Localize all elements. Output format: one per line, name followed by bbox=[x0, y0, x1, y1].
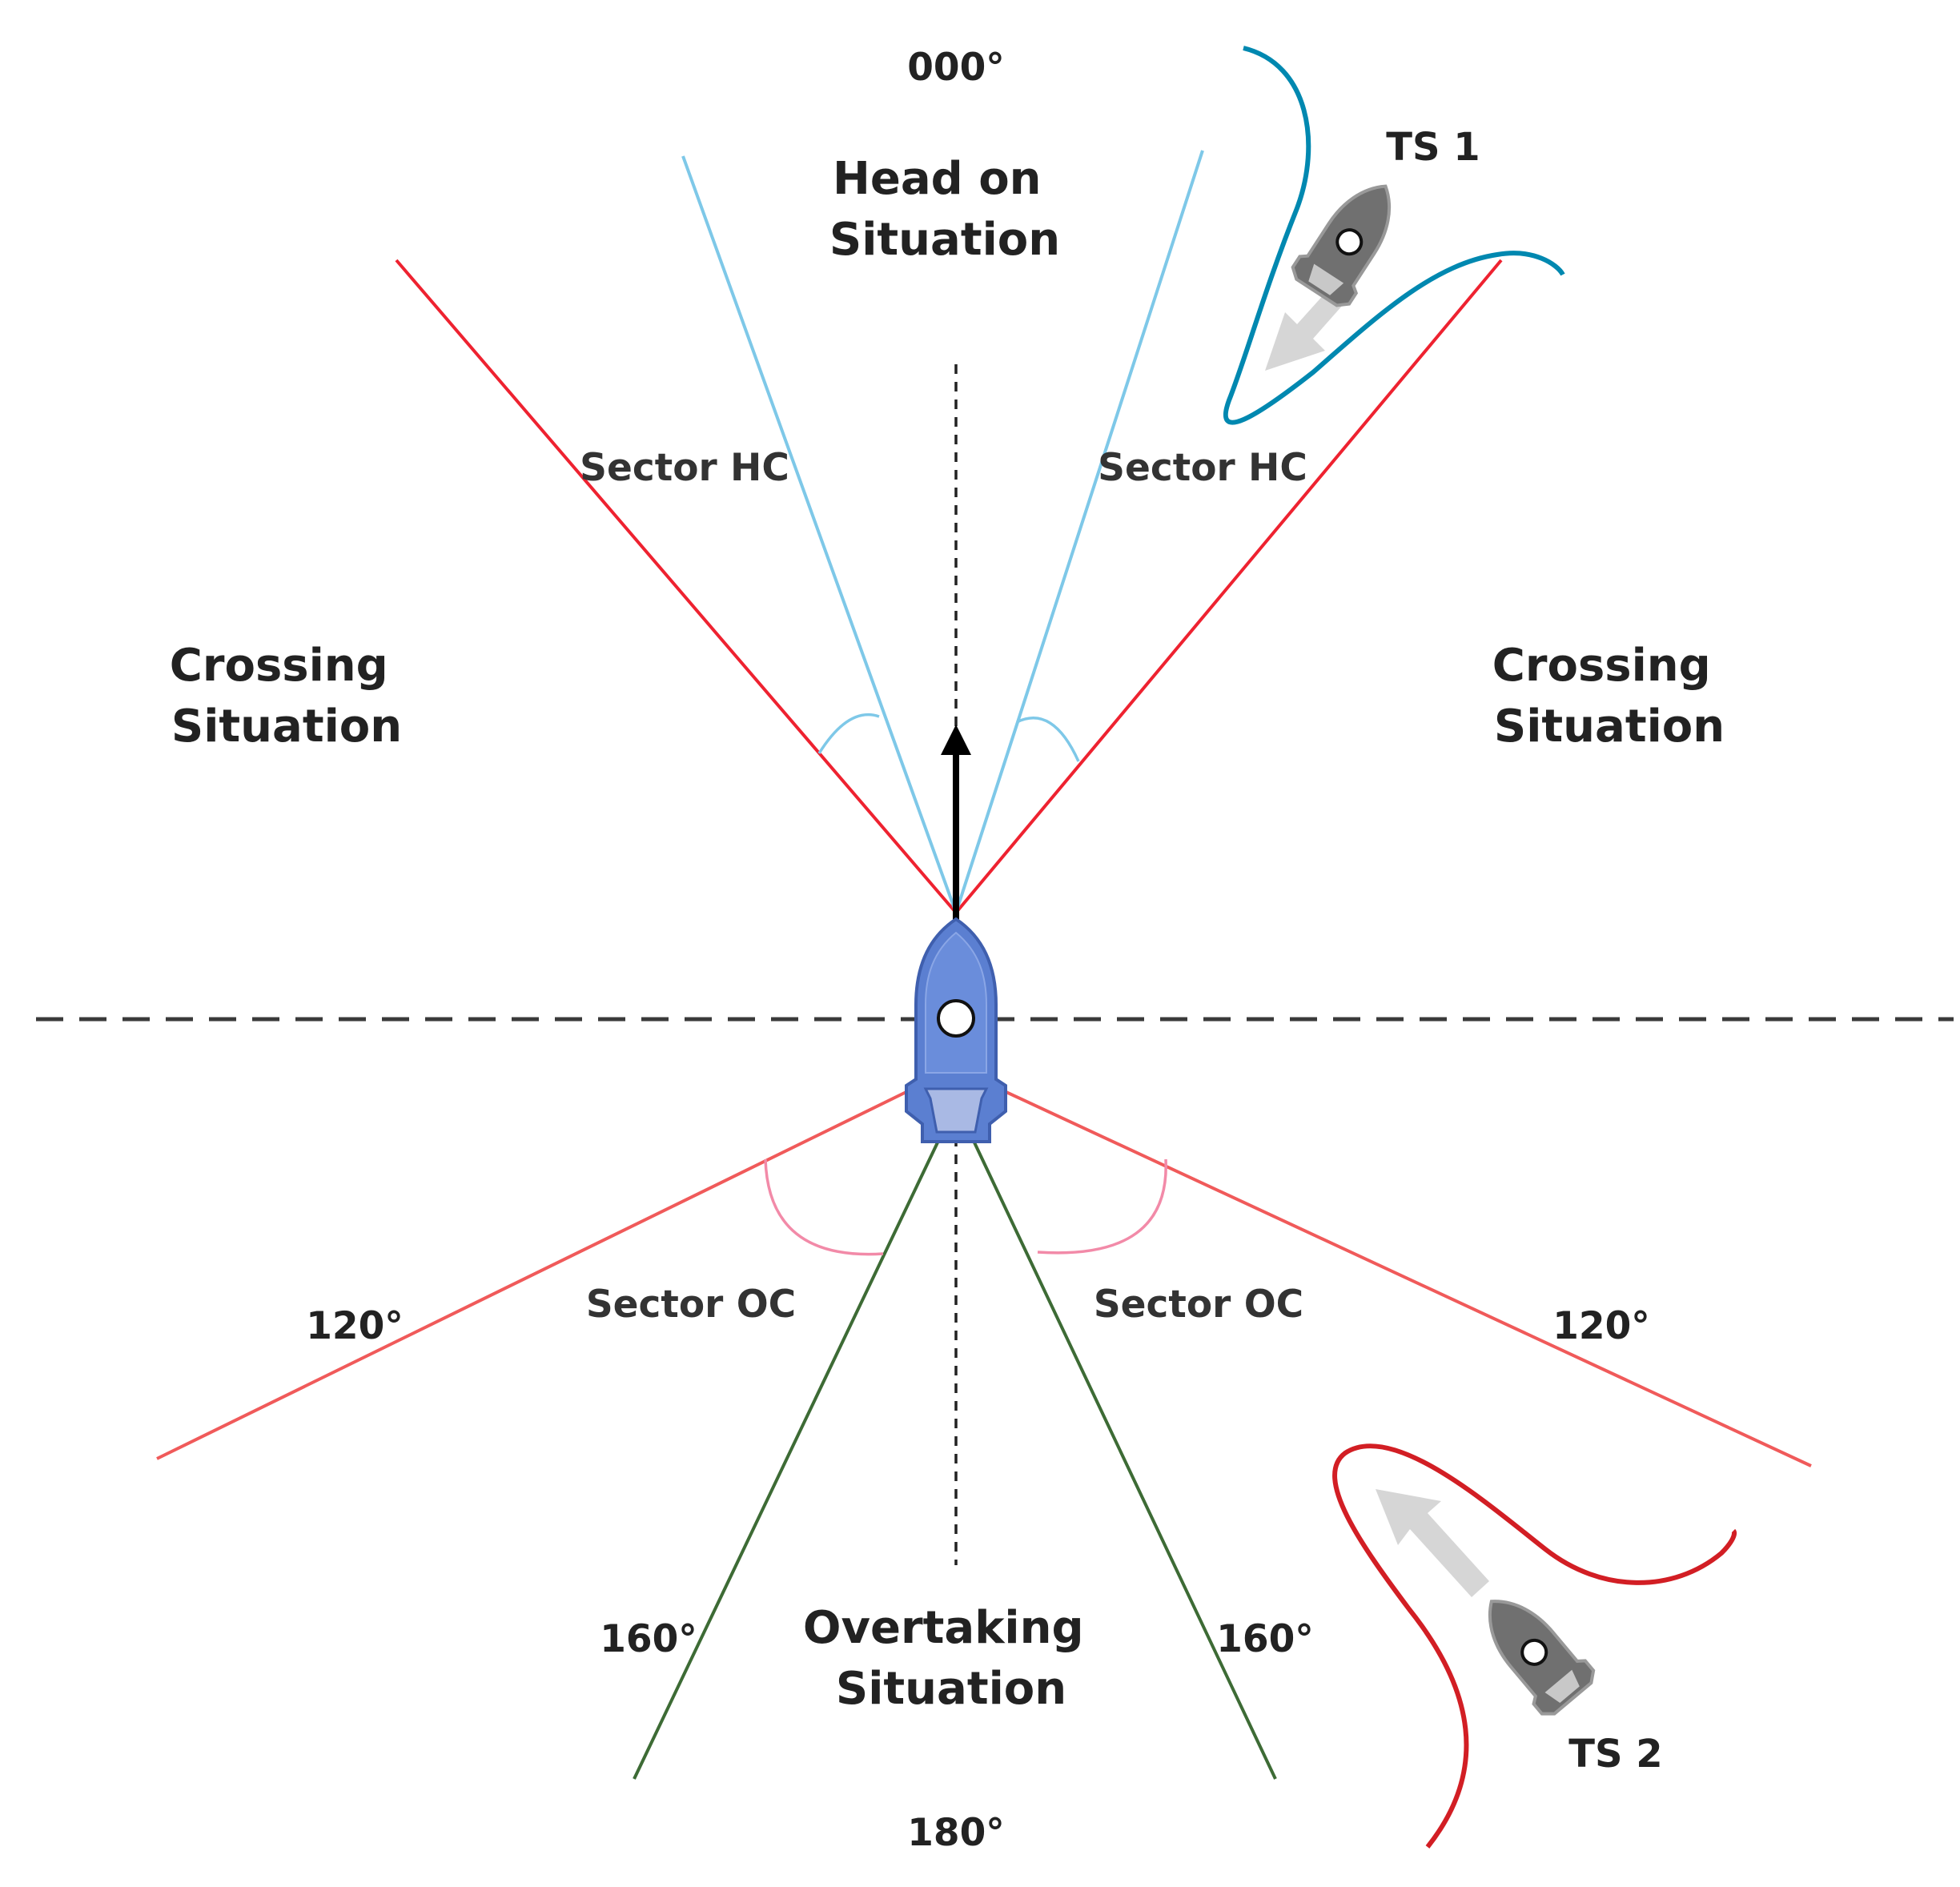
own-ship-icon bbox=[905, 917, 1007, 1143]
deg-160-label-right: 160° bbox=[1216, 1617, 1314, 1661]
head-on-boundary-left bbox=[681, 155, 958, 913]
deg-120-label-right: 120° bbox=[1552, 1304, 1650, 1348]
sector-hc-label-left: Sector HC bbox=[580, 446, 789, 490]
heading-180-label: 180° bbox=[907, 1811, 1005, 1855]
ts1-motion-arrow-icon bbox=[1265, 284, 1349, 371]
ts2-track bbox=[1332, 1443, 1737, 1849]
overtaking-boundary-right-green bbox=[972, 1140, 1277, 1780]
crossing-situation-label-right: Crossing Situation bbox=[1492, 640, 1727, 753]
head-on-situation-label: Head on Situation bbox=[829, 153, 1060, 266]
sector-oc-arc-right bbox=[1037, 1158, 1167, 1255]
crossing-boundary-left bbox=[395, 259, 958, 914]
sector-hc-arc-right bbox=[1016, 717, 1080, 762]
crossing-boundary-right bbox=[954, 259, 1503, 914]
sector-hc-arc-left bbox=[817, 713, 880, 754]
deg-120-label-left: 120° bbox=[306, 1304, 404, 1348]
ts1-track bbox=[1223, 46, 1565, 425]
overtaking-boundary-left-green bbox=[633, 1140, 940, 1780]
heading-arrow-icon bbox=[941, 725, 971, 925]
ts1-label: TS 1 bbox=[1386, 125, 1480, 170]
head-on-boundary-right bbox=[954, 150, 1204, 913]
ts2-ship-icon bbox=[1488, 1600, 1596, 1716]
ts2-label: TS 2 bbox=[1568, 1732, 1662, 1777]
deg-160-label-left: 160° bbox=[600, 1617, 697, 1661]
heading-000-label: 000° bbox=[907, 46, 1005, 90]
ts1-ship-icon bbox=[1291, 184, 1392, 307]
overtaking-boundary-left-red bbox=[156, 1087, 914, 1460]
overtaking-boundary-right-red bbox=[998, 1087, 1812, 1467]
sector-oc-label-right: Sector OC bbox=[1094, 1283, 1303, 1327]
overtaking-situation-label: Overtaking Situation bbox=[803, 1602, 1099, 1715]
crossing-situation-label-left: Crossing Situation bbox=[170, 640, 404, 753]
ts2-motion-arrow-icon bbox=[1376, 1489, 1489, 1597]
sector-hc-label-right: Sector HC bbox=[1098, 446, 1307, 490]
sector-oc-label-left: Sector OC bbox=[586, 1283, 796, 1327]
sector-oc-arc-left bbox=[764, 1158, 884, 1256]
